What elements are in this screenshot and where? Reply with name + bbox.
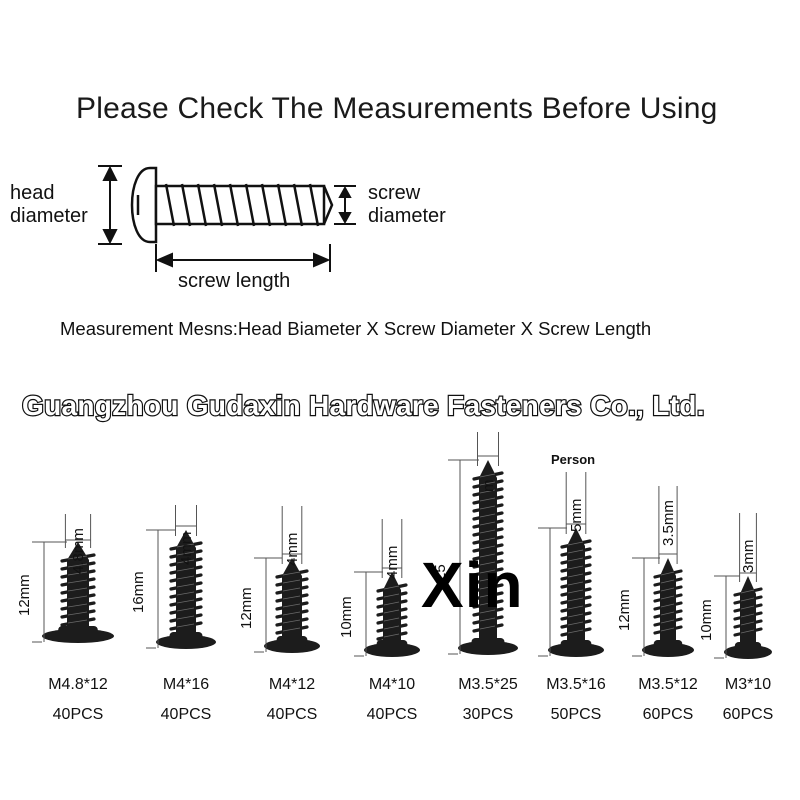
- screw-spec-8: M3*10: [724, 676, 772, 693]
- screw-spec-5: M3.5*25: [458, 676, 518, 693]
- overlay-watermark-text: Xin: [421, 549, 524, 621]
- head-diameter-label: head diameter: [10, 182, 88, 227]
- dimension-lines-6: [538, 472, 587, 657]
- screw-quantity-8: 60PCS: [722, 706, 774, 723]
- screw-quantity-6: 50PCS: [550, 706, 602, 723]
- screw-3: [254, 506, 320, 653]
- screw-2: [146, 505, 216, 649]
- length-dimension-label-1: 12mm: [16, 574, 33, 616]
- screw-6: [538, 472, 604, 657]
- screw-spec-3: M4*12: [268, 676, 316, 693]
- page-heading: Please Check The Measurements Before Usi…: [76, 92, 718, 125]
- dimension-lines-5: [448, 432, 499, 655]
- screw-quantity-5: 30PCS: [462, 706, 514, 723]
- screw-8: [714, 513, 772, 659]
- screw-spec-7: M3.5*12: [638, 676, 698, 693]
- company-banner: Guangzhou Gudaxin Hardware Fasteners Co.…: [21, 389, 706, 422]
- head-diameter-arrow: [98, 165, 122, 245]
- screw-diameter-label: screw diameter: [368, 182, 446, 227]
- length-dimension-label-7: 12mm: [616, 589, 633, 631]
- screw-quantity-3: 40PCS: [266, 706, 318, 723]
- screw-spec-1: M4.8*12: [48, 676, 108, 693]
- head-dimension-label-8: 3mm: [740, 539, 757, 573]
- screw-length-label: screw length: [178, 270, 291, 292]
- head-dimension-label-2: 4mm: [178, 531, 195, 565]
- dimension-lines-8: [714, 513, 757, 659]
- dimension-lines-7: [632, 486, 678, 657]
- screw-diameter-arrow: [334, 185, 356, 225]
- screw-quantity-7: 60PCS: [642, 706, 694, 723]
- head-dimension-label-4: 4mm: [384, 545, 401, 579]
- screw-spec-2: M4*16: [162, 676, 210, 693]
- screw-4: [354, 519, 420, 657]
- dimension-lines-1: [32, 514, 92, 643]
- screw-quantity-1: 40PCS: [52, 706, 104, 723]
- dimension-lines-2: [146, 505, 197, 649]
- screw-assortment: [32, 432, 772, 659]
- screw-1: [32, 514, 114, 643]
- person-label: Person: [551, 452, 596, 467]
- length-dimension-label-8: 10mm: [698, 599, 715, 641]
- screw-spec-4: M4*10: [368, 676, 416, 693]
- head-dimension-label-1: 4.8mm: [70, 528, 87, 574]
- length-dimension-label-3: 12mm: [238, 587, 255, 629]
- screw-length-arrow: [155, 244, 331, 272]
- length-dimension-label-2: 16mm: [130, 571, 147, 613]
- diagram-screw: [130, 166, 334, 244]
- head-dimension-label-7: 3.5mm: [660, 500, 677, 546]
- head-dimension-label-5: m: [480, 479, 497, 493]
- screw-quantity-4: 40PCS: [366, 706, 418, 723]
- dimension-lines-3: [254, 506, 303, 653]
- dimension-lines-4: [354, 519, 403, 657]
- screw-spec-6: M3.5*16: [546, 676, 606, 693]
- head-dimension-label-3: 4mm: [284, 532, 301, 566]
- measurement-meaning-text: Measurement Mesns:Head Biameter X Screw …: [60, 318, 652, 339]
- screw-quantity-2: 40PCS: [160, 706, 212, 723]
- screw-5: [448, 432, 518, 655]
- screw-7: [632, 486, 694, 657]
- head-dimension-label-6: 5mm: [568, 498, 585, 532]
- length-dimension-label-4: 10mm: [338, 596, 355, 638]
